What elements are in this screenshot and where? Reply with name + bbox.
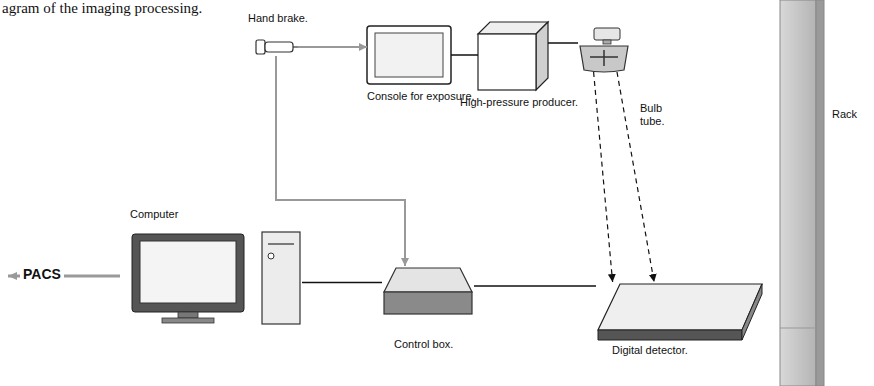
high-voltage-generator-node: High-pressure producer. [478, 22, 548, 92]
rack-stand [780, 0, 824, 386]
digital-detector-node: Digital detector. [596, 282, 762, 342]
cable-connector [451, 54, 478, 56]
cable-connector [276, 56, 405, 266]
cable-connector [298, 46, 367, 48]
hand-brake-node: Hand brake. [254, 38, 298, 56]
computer-node: Computer [130, 232, 302, 324]
x-ray-beam [594, 72, 613, 282]
cable-connector [474, 285, 596, 287]
cable-connector [302, 282, 382, 284]
part-label: Computer [130, 208, 178, 221]
part-label: Digital detector. [612, 344, 688, 357]
hand-brake-icon [256, 40, 298, 54]
control-box-node: Control box. [382, 266, 474, 316]
rack-node: Rack [778, 0, 826, 386]
control-box-icon [384, 268, 472, 314]
part-label: Bulb tube. [640, 102, 684, 128]
console-icon [367, 26, 451, 84]
exposure-console-node: Console for exposure. [367, 26, 451, 84]
computer-icon [132, 232, 300, 324]
caption-text: agram of the imaging processing. [2, 0, 202, 17]
x-ray-tube-node: Bulb tube. [578, 28, 630, 72]
x-ray-tube-icon [580, 28, 628, 72]
part-label: Console for exposure. [367, 90, 475, 103]
pacs-label: PACS [20, 267, 64, 281]
cable-connector [548, 42, 578, 44]
part-label: Rack [832, 108, 857, 121]
part-label: High-pressure producer. [460, 96, 578, 109]
generator-icon [478, 22, 548, 90]
part-label: Hand brake. [248, 12, 308, 25]
detector-panel [598, 284, 762, 340]
part-label: Control box. [394, 338, 453, 351]
